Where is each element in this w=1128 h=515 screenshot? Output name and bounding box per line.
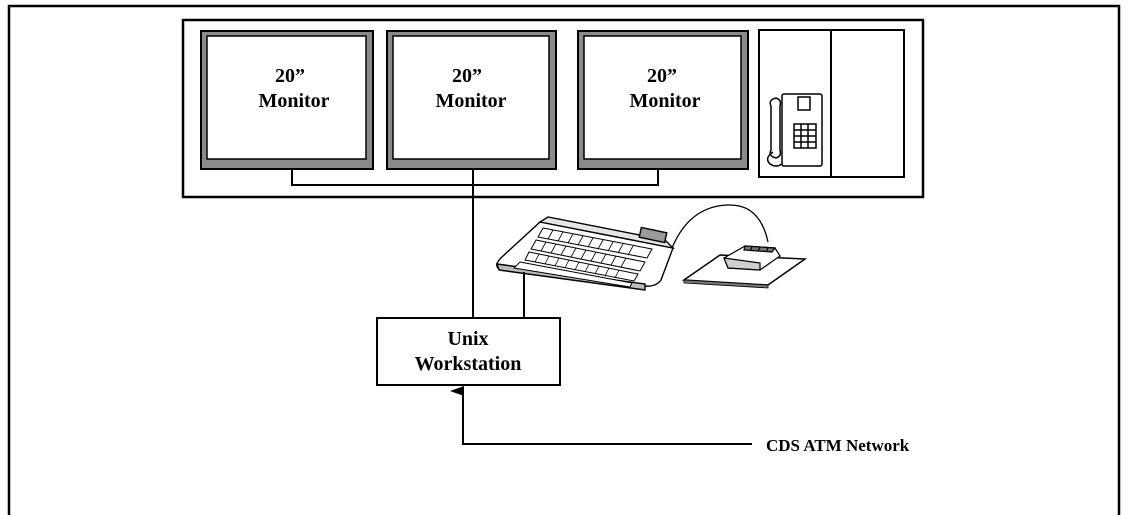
workstation-label-line2: Workstation (415, 353, 522, 375)
telephone-icon (766, 93, 823, 167)
monitor-bus (291, 169, 659, 186)
monitor-2: 20” Monitor (386, 30, 557, 170)
outer-frame (7, 4, 1121, 515)
monitor-label: Monitor (629, 90, 700, 112)
workstation-box (376, 317, 561, 386)
monitor-size-label: 20” (647, 65, 677, 87)
monitor-screen (392, 35, 550, 160)
network-connection (450, 386, 752, 445)
monitor-size-label: 20” (452, 65, 482, 87)
monitor-label: Monitor (258, 90, 329, 112)
monitor-size-label: 20” (275, 65, 305, 87)
monitor-label: Monitor (435, 90, 506, 112)
keyboard-icon (495, 216, 676, 291)
monitor-screen (583, 35, 742, 160)
monitor-screen (206, 35, 367, 160)
mouse-cable (671, 204, 769, 249)
unix-workstation: Unix Workstation (376, 317, 561, 386)
mouse-icon (723, 245, 781, 271)
network-label: CDS ATM Network (766, 436, 910, 455)
monitor-3: 20” Monitor (577, 30, 749, 170)
workstation-label-line1: Unix (447, 328, 488, 350)
monitor-1: 20” Monitor (200, 30, 374, 170)
